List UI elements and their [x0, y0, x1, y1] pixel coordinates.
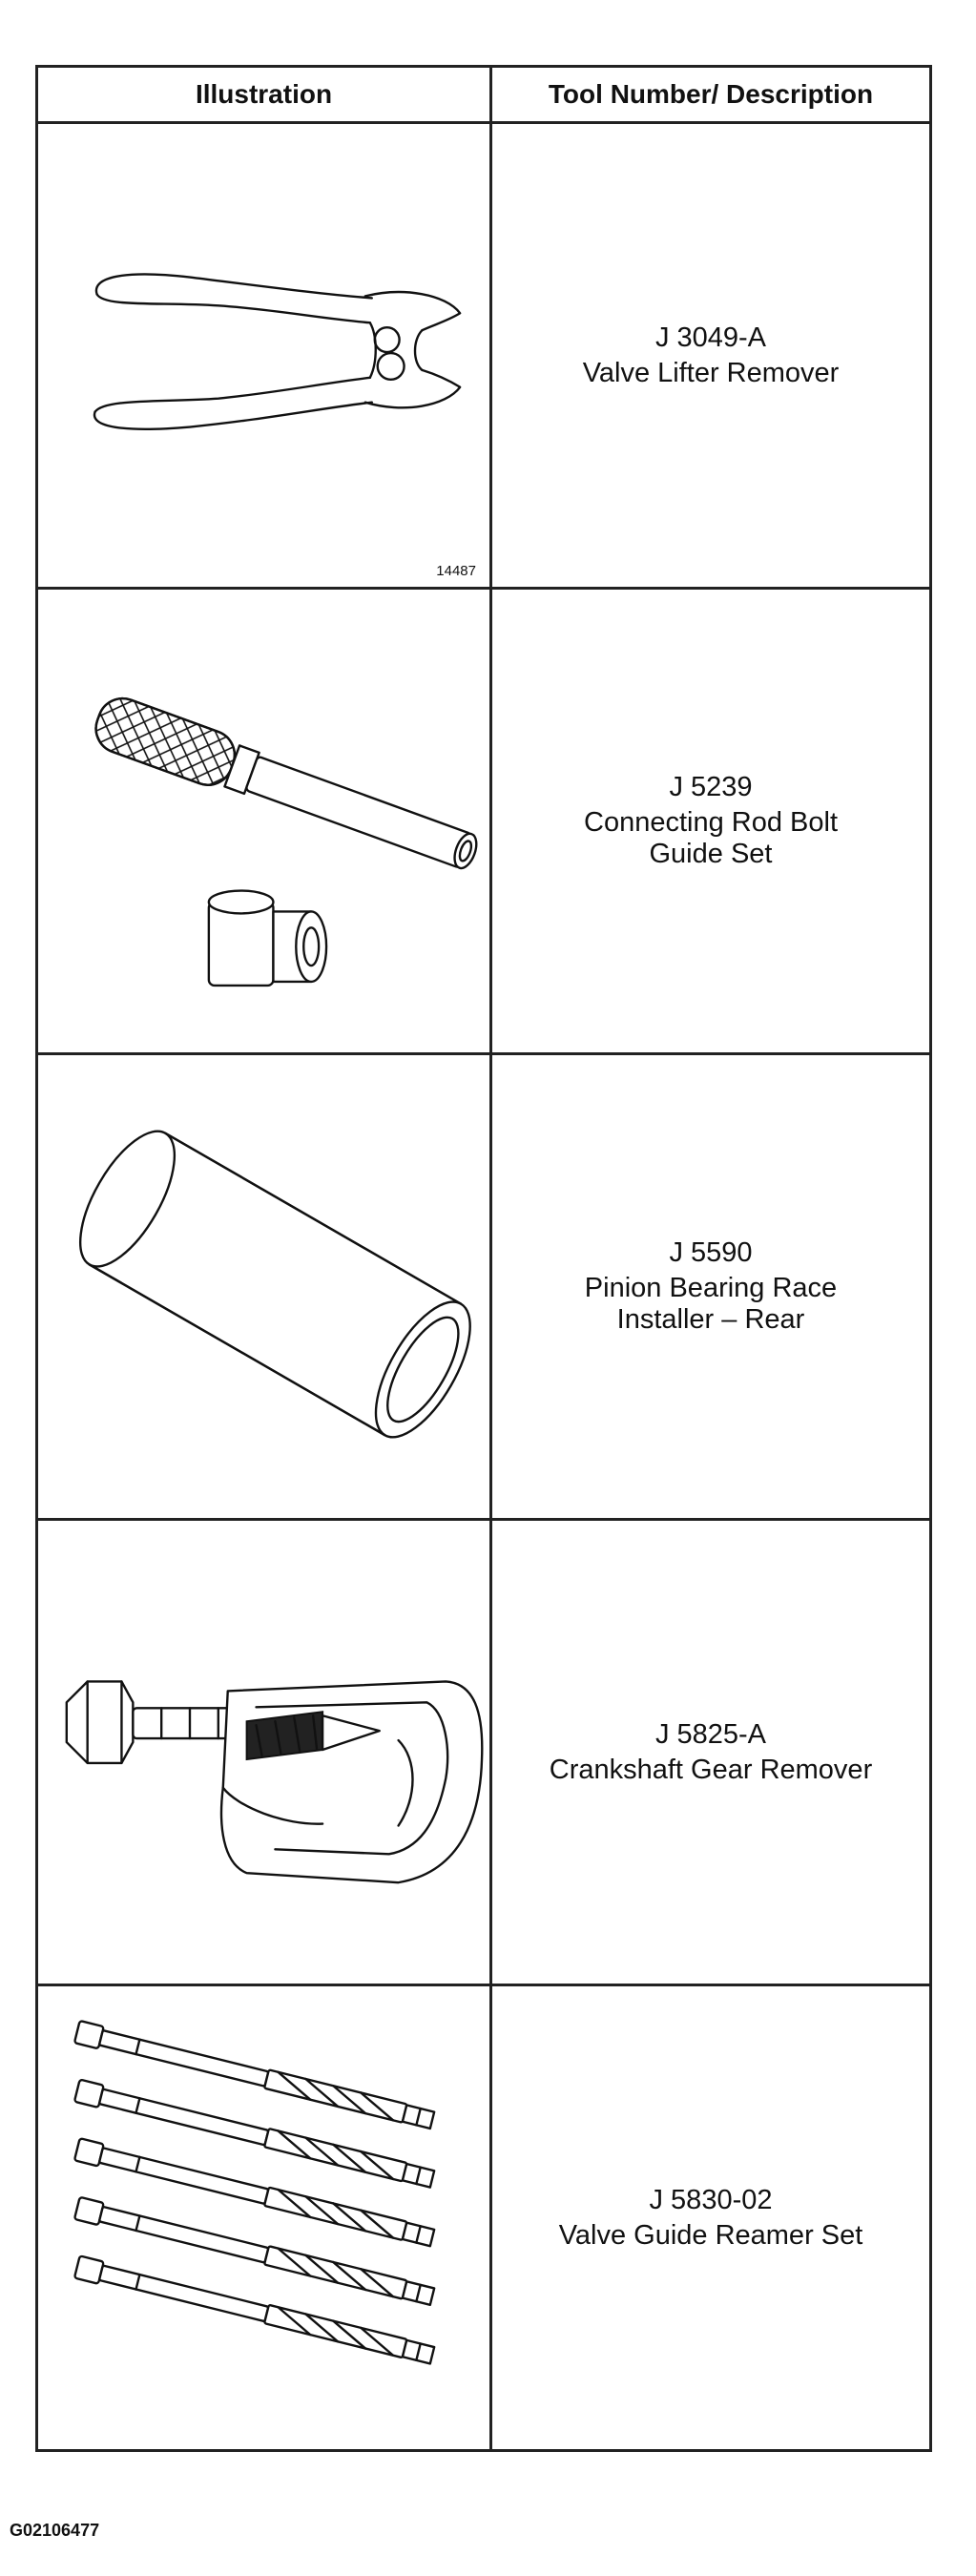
table-header-row: Illustration Tool Number/ Description — [35, 65, 932, 124]
tool-number: J 5825-A — [654, 1718, 767, 1750]
reamer-set-icon — [73, 2020, 437, 2368]
description-cell: J 3049-A Valve Lifter Remover — [489, 121, 932, 590]
tool-number: J 5590 — [669, 1237, 753, 1268]
table-row: J 5590 Pinion Bearing Race Installer – R… — [35, 1052, 932, 1521]
header-tool-number-description: Tool Number/ Description — [489, 65, 932, 124]
tool-description: Valve Guide Reamer Set — [558, 2219, 863, 2251]
table-row: J 5239 Connecting Rod Bolt Guide Set — [35, 587, 932, 1055]
tool-table: Illustration Tool Number/ Description — [35, 65, 932, 2452]
description-cell: J 5825-A Crankshaft Gear Remover — [489, 1518, 932, 1986]
table-row: J 5825-A Crankshaft Gear Remover — [35, 1518, 932, 1986]
description-cell: J 5590 Pinion Bearing Race Installer – R… — [489, 1052, 932, 1521]
bolt-guide-icon — [94, 696, 478, 987]
race-installer-icon — [78, 1130, 471, 1439]
illustration-cell — [35, 587, 492, 1055]
description-cell: J 5239 Connecting Rod Bolt Guide Set — [489, 587, 932, 1055]
figure-reference-number: 14487 — [436, 563, 476, 579]
header-illustration: Illustration — [35, 65, 492, 124]
table-row: J 5830-02 Valve Guide Reamer Set — [35, 1984, 932, 2452]
tool-description: Crankshaft Gear Remover — [549, 1754, 873, 1785]
illustration-cell: 14487 — [35, 121, 492, 590]
illustration-cell — [35, 1052, 492, 1521]
tool-description: Pinion Bearing Race Installer – Rear — [584, 1273, 838, 1335]
gear-remover-icon — [65, 1680, 484, 1884]
description-cell: J 5830-02 Valve Guide Reamer Set — [489, 1984, 932, 2452]
document-id: G02106477 — [10, 2521, 100, 2540]
pliers-icon — [93, 273, 462, 430]
tool-number: J 5830-02 — [649, 2184, 773, 2215]
tool-number: J 3049-A — [654, 322, 767, 353]
illustration-cell — [35, 1518, 492, 1986]
tool-description: Valve Lifter Remover — [582, 357, 840, 388]
tool-description: Connecting Rod Bolt Guide Set — [584, 807, 838, 869]
tool-number: J 5239 — [669, 772, 753, 802]
table-row: 14487 J 3049-A Valve Lifter Remover — [35, 121, 932, 590]
illustration-cell — [35, 1984, 492, 2452]
